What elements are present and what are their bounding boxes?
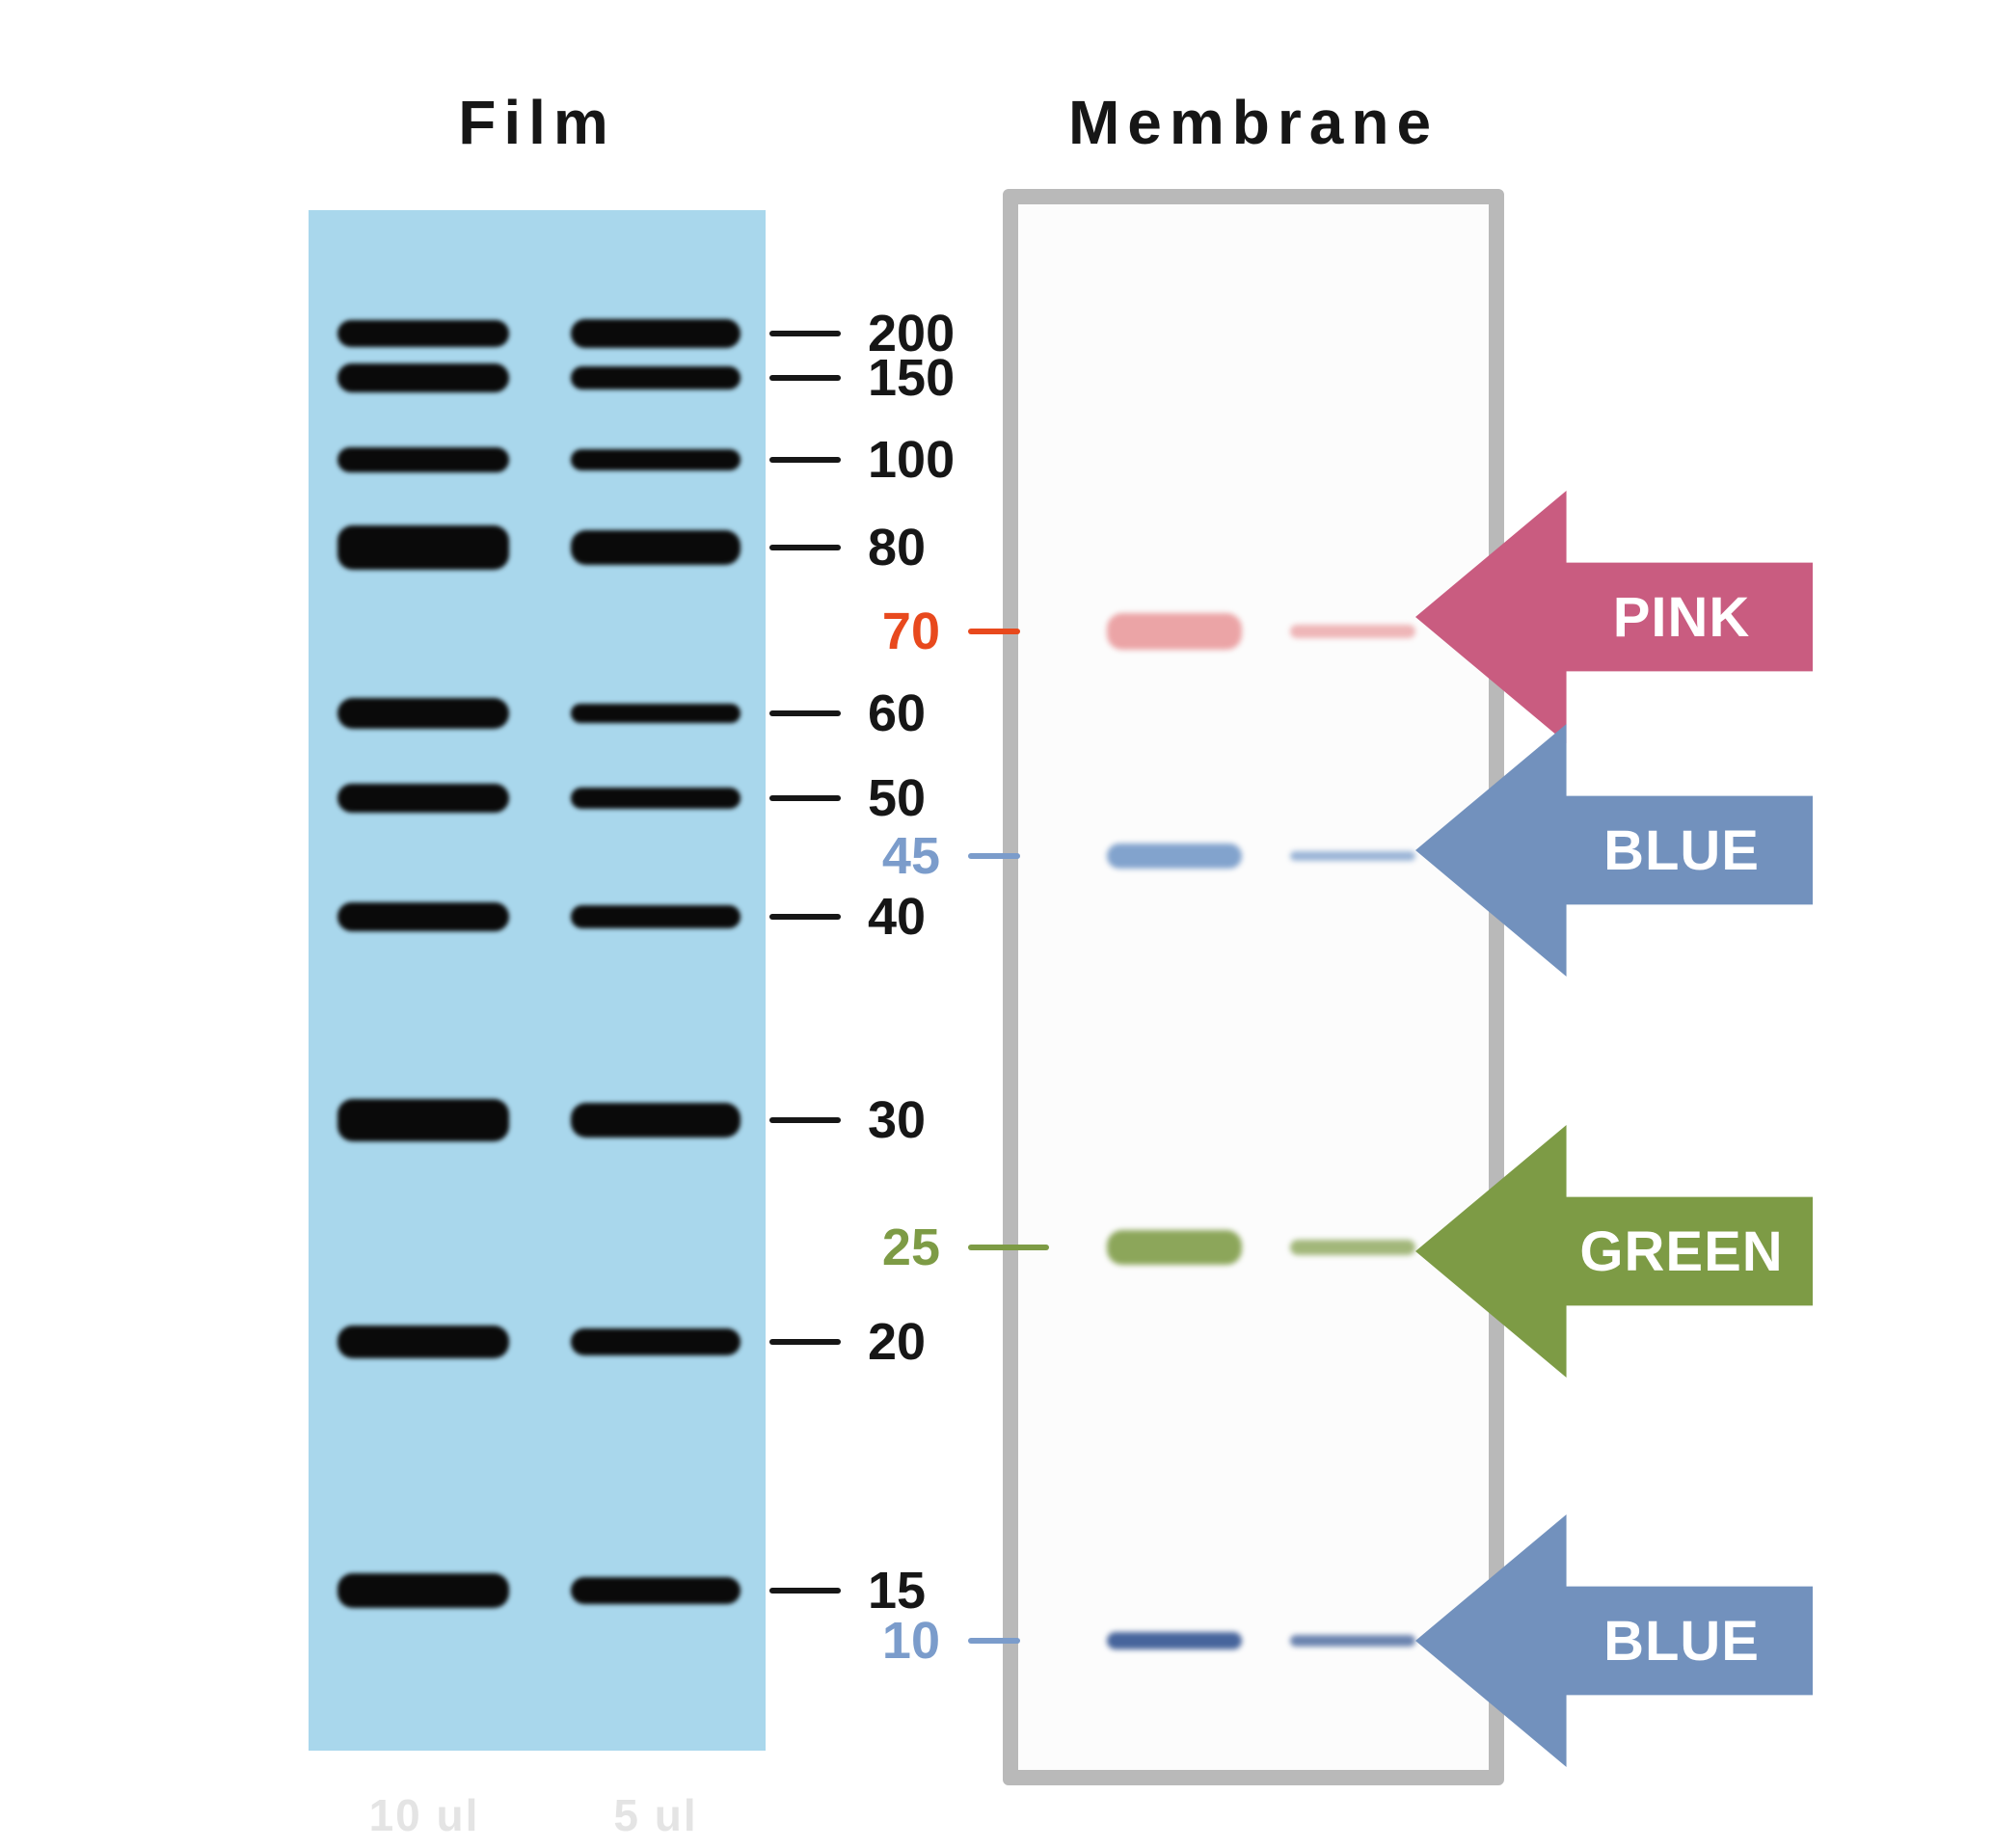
mw-tick-100 (769, 457, 841, 463)
film-band-150-lane2 (571, 366, 741, 389)
film-band-60-lane1 (337, 698, 509, 729)
film-band-40-lane1 (337, 902, 509, 931)
film-band-20-lane1 (337, 1326, 509, 1358)
membrane-band-10-lane1 (1107, 1632, 1242, 1649)
film-title: Film (458, 88, 616, 157)
membrane-band-25-lane1 (1107, 1230, 1242, 1265)
mw-label-25: 25 (881, 1219, 940, 1276)
mw-label-45: 45 (881, 827, 940, 885)
mw-label-10: 10 (881, 1612, 940, 1670)
arrow-green-2: GREEN (1415, 1125, 1813, 1378)
film-band-60-lane2 (571, 704, 741, 723)
film-band-30-lane1 (337, 1099, 509, 1141)
mw-label-80: 80 (868, 519, 927, 576)
film-band-100-lane1 (337, 447, 509, 472)
membrane-band-45-lane1 (1107, 844, 1242, 869)
mw-tick-50 (769, 795, 841, 801)
film-band-200-lane2 (571, 319, 741, 348)
arrow-label-blue: BLUE (1603, 1609, 1760, 1673)
mw-label-70: 70 (881, 603, 940, 660)
mw-tick-30 (769, 1117, 841, 1123)
mw-tick-20 (769, 1339, 841, 1345)
arrow-label-blue: BLUE (1603, 818, 1760, 882)
mw-tick-70 (968, 629, 1020, 634)
mw-tick-40 (769, 914, 841, 920)
film-lane-label-2: 5 ul (613, 1790, 698, 1840)
membrane-band-70-lane2 (1290, 625, 1415, 638)
mw-tick-45 (968, 853, 1020, 859)
film-band-15-lane2 (571, 1577, 741, 1604)
film-band-30-lane2 (571, 1103, 741, 1138)
mw-tick-10 (968, 1638, 1020, 1644)
film-band-80-lane2 (571, 530, 741, 565)
arrow-blue-3: BLUE (1415, 1514, 1813, 1767)
mw-label-20: 20 (868, 1313, 927, 1371)
film-lane-label-1: 10 ul (368, 1790, 480, 1840)
mw-label-40: 40 (868, 888, 927, 946)
mw-label-15: 15 (868, 1562, 927, 1620)
arrow-label-green: GREEN (1579, 1219, 1784, 1283)
mw-tick-25 (968, 1245, 1049, 1250)
arrow-blue-1: BLUE (1415, 724, 1813, 977)
membrane-title: Membrane (1067, 88, 1440, 157)
membrane-band-45-lane2 (1290, 851, 1415, 861)
film-band-200-lane1 (337, 320, 509, 347)
arrow-pink-0: PINK (1415, 491, 1813, 743)
mw-tick-200 (769, 331, 841, 336)
mw-tick-15 (769, 1588, 841, 1594)
film-band-80-lane1 (337, 525, 509, 570)
mw-label-150: 150 (868, 349, 956, 407)
membrane-panel (1003, 189, 1504, 1785)
mw-label-30: 30 (868, 1091, 927, 1149)
film-band-100-lane2 (571, 449, 741, 470)
film-band-20-lane2 (571, 1328, 741, 1355)
membrane-band-10-lane2 (1290, 1635, 1415, 1647)
mw-label-50: 50 (868, 769, 927, 827)
mw-label-100: 100 (868, 431, 956, 489)
film-band-40-lane2 (571, 905, 741, 928)
mw-tick-150 (769, 375, 841, 381)
film-band-50-lane1 (337, 784, 509, 813)
mw-tick-60 (769, 710, 841, 716)
mw-label-200: 200 (868, 305, 956, 362)
mw-tick-80 (769, 545, 841, 550)
arrow-label-pink: PINK (1612, 585, 1751, 649)
film-band-50-lane2 (571, 788, 741, 809)
film-band-15-lane1 (337, 1573, 509, 1608)
film-band-150-lane1 (337, 363, 509, 392)
mw-label-60: 60 (868, 684, 927, 742)
membrane-band-70-lane1 (1107, 613, 1242, 650)
membrane-band-25-lane2 (1290, 1240, 1415, 1255)
